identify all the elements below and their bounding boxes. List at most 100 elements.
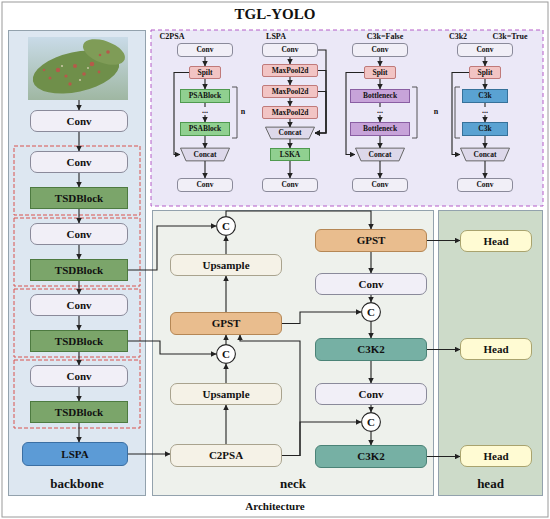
box-label: LSKA: [280, 151, 300, 159]
conv-box: Conv: [30, 294, 128, 316]
circle-shape: [362, 413, 381, 432]
box-label: Spilt: [197, 69, 212, 77]
concat-trapezoid: Concat: [265, 127, 315, 139]
split-box: Split: [364, 66, 396, 79]
conv-box: Conv: [30, 223, 128, 245]
concat-trapezoid: Concat: [355, 148, 405, 161]
conv-box: Conv: [30, 365, 128, 387]
box-label: TSDBlock: [55, 193, 103, 204]
connector-arrow: [204, 136, 205, 148]
head-box: Head: [460, 230, 532, 252]
box-label: Conv: [196, 46, 213, 54]
connector-arrow: [289, 161, 290, 178]
connector-arrow: [174, 73, 189, 155]
box-label: C3K2: [357, 344, 385, 355]
upsample-box: Upsample: [170, 383, 282, 405]
connector-arrow: [379, 57, 380, 66]
gpst-box: GPST: [170, 312, 282, 335]
conv-box: Conv: [177, 178, 233, 192]
concat-circle: C: [216, 344, 236, 364]
ellipsis-mark: ...: [376, 107, 384, 115]
trapezoid-shape: [461, 148, 510, 161]
box-label: Split: [372, 69, 387, 77]
split-box: Spilt: [189, 66, 221, 79]
connector-arrow: [484, 57, 485, 66]
box-label: LSPA: [61, 449, 88, 460]
conv-box: Conv: [457, 43, 513, 57]
bottleneck-box: Bottleneck: [350, 122, 410, 136]
c3k2-box: C3K2: [315, 338, 427, 361]
box-label: Conv: [196, 181, 213, 189]
tsdblock-box: TSDBlock: [30, 330, 128, 352]
box-label: TSDBlock: [55, 336, 103, 347]
box-label: Upsample: [202, 389, 249, 400]
repeat-count: n: [241, 108, 245, 116]
conv-box: Conv: [315, 273, 427, 295]
box-label: Concat: [474, 151, 497, 159]
connector-arrow: [484, 136, 485, 148]
connector-arrow: [379, 161, 380, 178]
circle-shape: [362, 303, 381, 322]
box-label: Split: [477, 69, 492, 77]
concat-circle: C: [216, 216, 236, 236]
c2psa-box: C2PSA: [170, 444, 282, 467]
connector-arrow: [379, 79, 380, 89]
box-label: C: [222, 221, 230, 232]
module-name: C3k=True: [492, 33, 527, 41]
concat-trapezoid: Concat: [180, 148, 230, 161]
connector-arrow: [289, 139, 290, 148]
connector-arrow: [315, 71, 326, 134]
connector-arrow: [204, 79, 205, 89]
box-label: Conv: [66, 157, 91, 168]
box-label: GPST: [357, 235, 386, 246]
gpst-box: GPST: [315, 229, 427, 252]
conv-box: Conv: [352, 43, 408, 57]
box-label: Conv: [66, 116, 91, 127]
box-label: PSABlock: [189, 125, 222, 133]
box-label: C: [367, 417, 375, 428]
module-name: C3k=False: [367, 33, 404, 41]
bottleneck-box: Bottleneck: [350, 89, 410, 103]
box-label: Head: [483, 344, 508, 355]
box-label: Conv: [66, 300, 91, 311]
maxpool-box: MaxPool2d: [262, 85, 318, 98]
connector-arrow: [289, 57, 290, 64]
box-label: C3K2: [357, 451, 385, 462]
connector-arrow: [484, 79, 485, 89]
head-panel: headHeadHeadHead: [438, 210, 543, 496]
box-label: GPST: [212, 318, 241, 329]
box-label: PSABlock: [189, 92, 222, 100]
module-name: C2PSA: [160, 33, 185, 41]
trapezoid-shape: [266, 127, 315, 139]
box-label: C2PSA: [209, 450, 243, 461]
circle-shape: [217, 345, 236, 364]
box-label: Conv: [66, 371, 91, 382]
psablock-box: PSABlock: [180, 89, 230, 103]
lska-box: LSKA: [270, 148, 310, 161]
panel-label: head: [439, 477, 542, 490]
connector-arrow: [346, 73, 364, 155]
head-box: Head: [460, 445, 532, 467]
box-label: MaxPool2d: [272, 88, 309, 96]
backbone-panel: backboneConvConvTSDBlockConvTSDBlockConv…: [8, 30, 146, 496]
ellipsis-mark: ...: [481, 107, 489, 115]
concat-trapezoid: Concat: [460, 148, 510, 161]
box-label: C3k: [478, 125, 491, 133]
c3k-box: C3k: [462, 89, 508, 103]
panel-label: backbone: [9, 477, 145, 490]
neck-panel: neckGPSTCUpsampleConvGPSTCC3K2CUpsampleC…: [152, 210, 434, 496]
box-label: Bottleneck: [363, 92, 397, 100]
conv-box: Conv: [352, 178, 408, 192]
box-label: C: [367, 307, 375, 318]
connector-arrow: [289, 77, 290, 85]
module-name: LSPA: [266, 33, 286, 41]
c3k-box: C3k: [462, 122, 508, 136]
module-panel: [151, 30, 543, 206]
box-label: Head: [483, 451, 508, 462]
box-label: Conv: [371, 181, 388, 189]
concat-circle: C: [361, 412, 381, 432]
box-label: MaxPool2d: [272, 109, 309, 117]
module-name: C3k2: [449, 33, 467, 41]
